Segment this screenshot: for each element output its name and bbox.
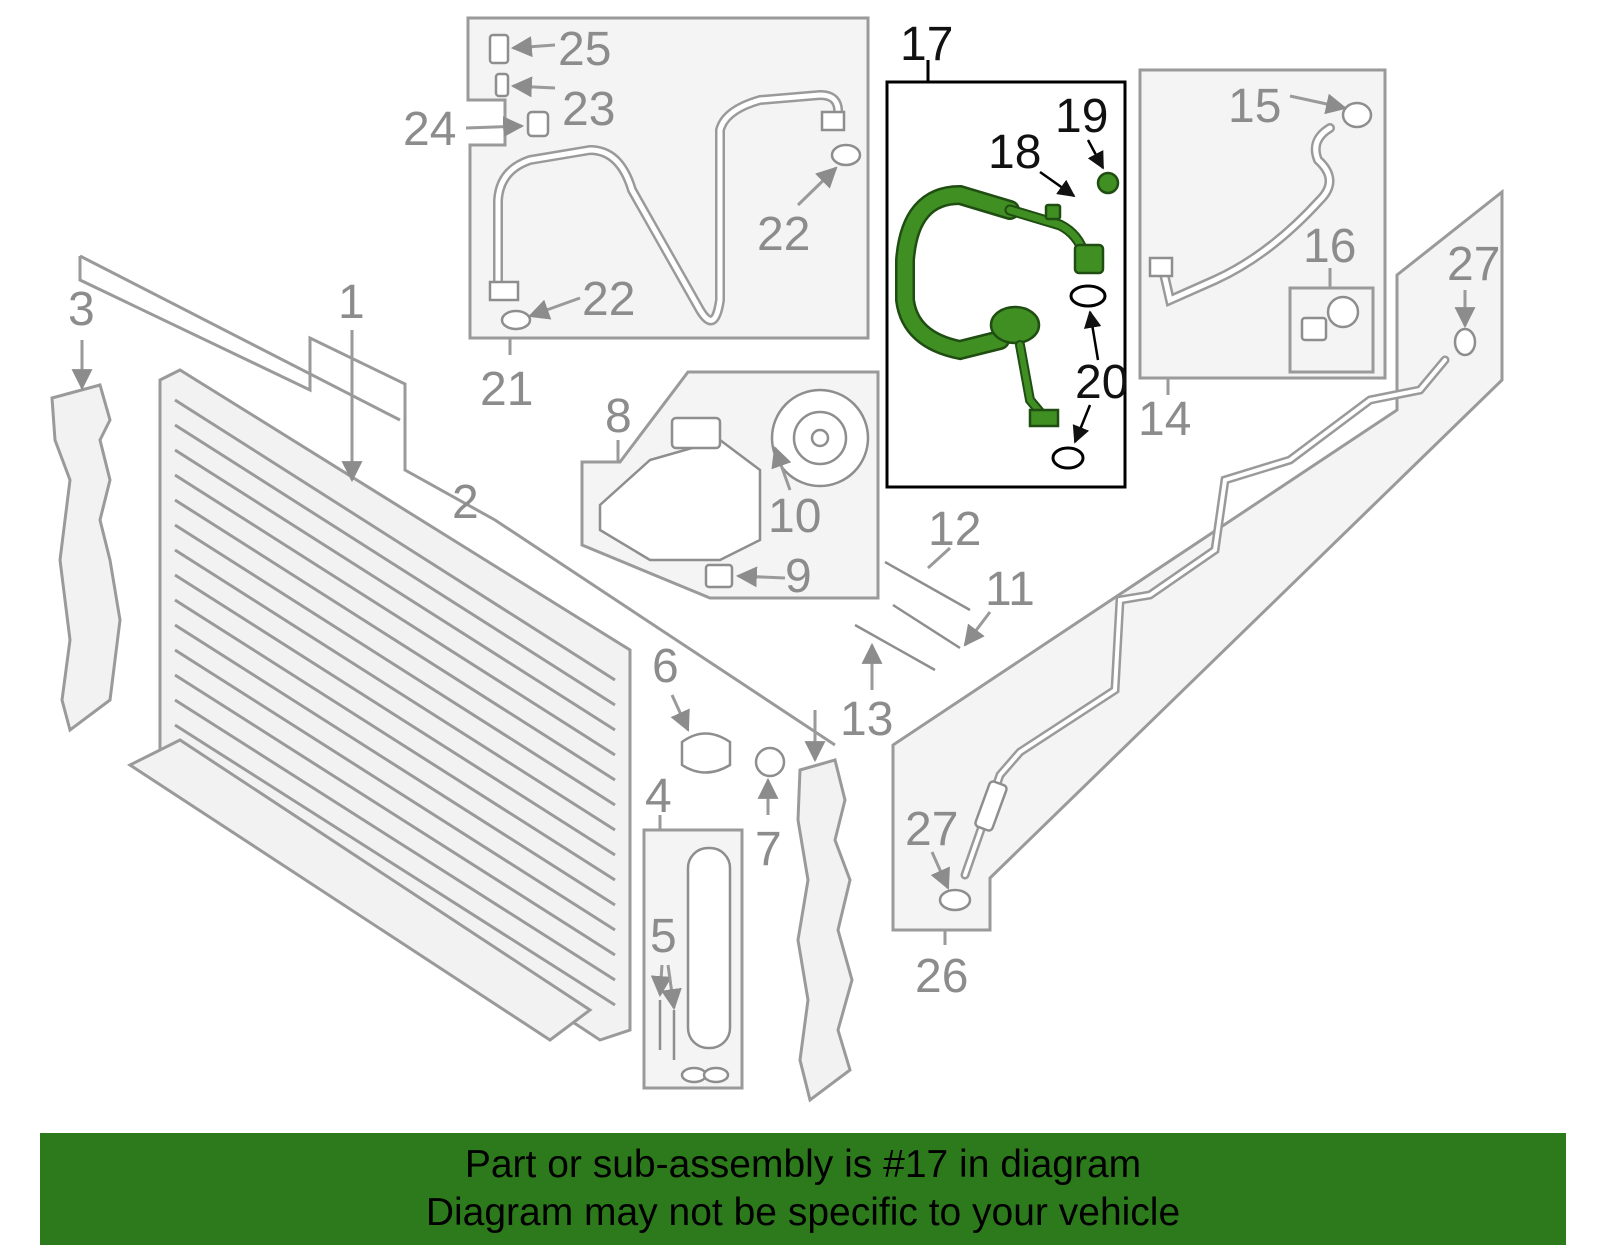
- callout-15: 15: [1228, 80, 1281, 133]
- callout-6: 6: [652, 640, 679, 693]
- callout-18: 18: [988, 126, 1041, 179]
- cap-24: [526, 110, 550, 138]
- callout-8: 8: [605, 390, 632, 443]
- callout-27b: 27: [1447, 238, 1500, 291]
- liquid-line-group: [1138, 68, 1387, 395]
- compressor-group: [580, 370, 880, 600]
- muffler-17: [989, 305, 1041, 345]
- schrader-valve-18: [1044, 203, 1062, 221]
- clamp: [680, 732, 732, 774]
- callout-22a: 22: [582, 273, 635, 326]
- suction-hose-group: [465, 16, 870, 355]
- hose-box-21: [466, 16, 870, 340]
- compressor-body: [598, 438, 762, 562]
- callout-12: 12: [928, 503, 981, 556]
- callout-10: 10: [768, 490, 821, 543]
- callout-21: 21: [480, 363, 533, 416]
- cap-19: [1096, 171, 1120, 195]
- callout-27a: 27: [905, 803, 958, 856]
- valve-core-23: [494, 72, 510, 98]
- hose-17-inner: [897, 187, 1018, 358]
- callout-5: 5: [650, 910, 677, 963]
- callout-24: 24: [403, 103, 456, 156]
- callout-17: 17: [900, 18, 953, 71]
- fasteners-11-12-13: [854, 546, 992, 690]
- o-ring-22b: [830, 143, 862, 167]
- receiver-drier: [686, 846, 732, 1050]
- o-ring-27b: [1453, 327, 1477, 357]
- callout-23: 23: [562, 83, 615, 136]
- o-ring-27a: [938, 888, 972, 912]
- condenser-fins: [174, 398, 616, 1007]
- callout-1: 1: [338, 276, 365, 329]
- banner-line-1: Part or sub-assembly is #17 in diagram: [464, 1143, 1142, 1186]
- callout-labels: 1 2 3 4 5 6 7 8 9 10 11 12 13 14 15 16 1…: [68, 18, 1500, 1003]
- callout-14: 14: [1138, 393, 1191, 446]
- receiver-drier-group: [642, 815, 744, 1090]
- callout-9: 9: [785, 550, 812, 603]
- o-ring-15: [1341, 101, 1373, 129]
- long-line-group: [891, 188, 1504, 945]
- callout-3: 3: [68, 283, 95, 336]
- o-ring-20b: [1051, 446, 1085, 470]
- o-ring-22a: [500, 309, 532, 331]
- callout-20: 20: [1075, 356, 1128, 409]
- callout-26: 26: [915, 950, 968, 1003]
- callout-16: 16: [1303, 220, 1356, 273]
- callout-7: 7: [755, 823, 782, 876]
- air-deflector-right: [796, 758, 854, 1103]
- clamp-and-bolt: [670, 694, 786, 815]
- bolt-7: [754, 746, 786, 778]
- condenser-lower-panel: [126, 738, 593, 1042]
- callout-2: 2: [452, 476, 479, 529]
- callout-13: 13: [840, 693, 893, 746]
- o-ring-20a: [1069, 284, 1107, 308]
- condenser-group: [50, 254, 854, 1103]
- callout-19: 19: [1055, 90, 1108, 143]
- valve-25: [488, 33, 510, 65]
- callout-25: 25: [558, 23, 611, 76]
- callout-11: 11: [985, 563, 1035, 616]
- fitting-16: [1326, 295, 1360, 329]
- callout-4: 4: [645, 770, 672, 823]
- air-deflector-left: [50, 383, 122, 733]
- compressor-sensor: [704, 563, 734, 589]
- part-17-group: [885, 60, 1127, 489]
- banner-line-2: Diagram may not be specific to your vehi…: [425, 1191, 1181, 1234]
- info-banner: Part or sub-assembly is #17 in diagram D…: [40, 1133, 1566, 1245]
- callout-22b: 22: [757, 208, 810, 261]
